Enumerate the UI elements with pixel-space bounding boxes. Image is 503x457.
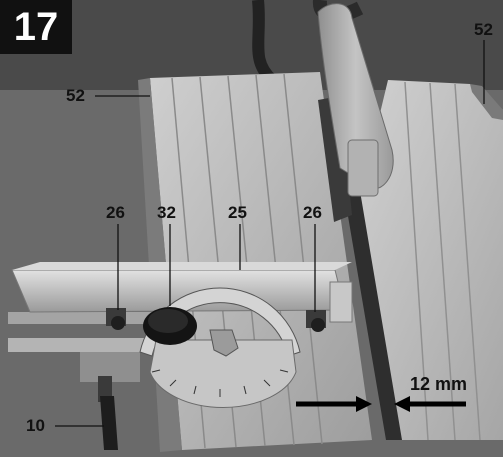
callout-26-left: 26 <box>106 203 125 222</box>
measurement-arrow-right <box>394 396 466 412</box>
clamp-knob-right <box>306 310 326 332</box>
clamp-knob-left <box>106 308 126 330</box>
callout-52-right: 52 <box>474 20 493 39</box>
extension-rail-mid <box>8 338 158 352</box>
measurement-arrow-left <box>296 396 372 412</box>
saw-blade <box>318 96 352 222</box>
callout-32: 32 <box>157 203 176 222</box>
protractor-hub <box>209 329 239 357</box>
figure-number-label: 17 <box>0 0 72 54</box>
fence-top-face <box>12 262 352 270</box>
mitre-handle-top <box>148 309 188 333</box>
extension-rail-top <box>8 312 158 324</box>
callout-25: 25 <box>228 203 247 222</box>
callout-leaders <box>55 40 485 427</box>
fence-end-cap <box>329 281 353 323</box>
lever-handle <box>100 396 118 450</box>
protractor-scale <box>139 287 301 357</box>
rail-right <box>470 84 503 120</box>
callout-26-right: 26 <box>303 203 322 222</box>
protractor-ticks <box>151 369 289 397</box>
guard-front-block <box>347 139 379 197</box>
lever-housing <box>98 376 112 402</box>
callout-10: 10 <box>26 416 45 435</box>
table-right-grooves <box>404 81 481 441</box>
protractor-base <box>149 339 297 408</box>
measurement-label: 12 mm <box>410 374 468 394</box>
callout-52-left: 52 <box>66 86 85 105</box>
